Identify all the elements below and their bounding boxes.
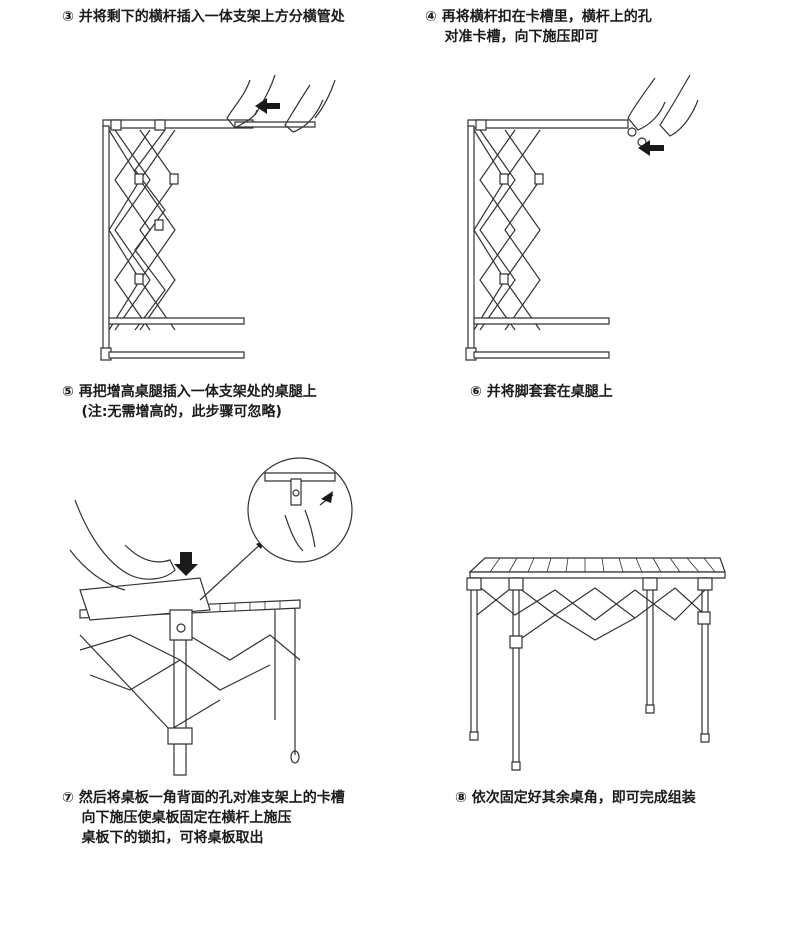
tabletop xyxy=(470,558,725,572)
table-legs xyxy=(471,578,708,766)
press-arrow-icon xyxy=(174,552,198,576)
step-7-caption: ⑦ 然后将桌板一角背面的孔对准支架上的卡槽 向下施压使桌板固定在横杆上施压 桌板… xyxy=(62,790,345,846)
step-7-illustration xyxy=(70,460,370,780)
press-arrow-icon xyxy=(638,140,664,156)
press-arrow-icon xyxy=(255,98,280,114)
hand-icon xyxy=(70,500,175,590)
step-6-caption: ⑥ 并将脚套套在桌腿上 xyxy=(470,384,613,400)
step-5-caption: ⑤ 再把增高桌腿插入一体支架处的桌腿上 (注:无需增高的，此步骤可忽略) xyxy=(62,384,317,420)
step-4-caption: ④ 再将横杆扣在卡槽里，横杆上的孔 对准卡槽，向下施压即可 xyxy=(425,9,652,45)
hand-icon xyxy=(227,75,335,132)
scissor-frame xyxy=(474,130,540,330)
step-8-illustration xyxy=(455,540,735,780)
scissor-frame xyxy=(477,585,705,640)
step-3-illustration xyxy=(95,70,355,370)
hand-icon xyxy=(628,75,698,146)
step-8-caption: ⑧ 依次固定好其余桌角，即可完成组装 xyxy=(455,790,696,806)
tabletop-slats xyxy=(490,558,715,572)
step-3-caption: ③ 并将剩下的横杆插入一体支架上方分横管处 xyxy=(62,9,345,25)
zoom-callout-icon xyxy=(245,455,355,565)
scissor-frame xyxy=(109,130,175,330)
step-4-illustration xyxy=(460,70,720,370)
